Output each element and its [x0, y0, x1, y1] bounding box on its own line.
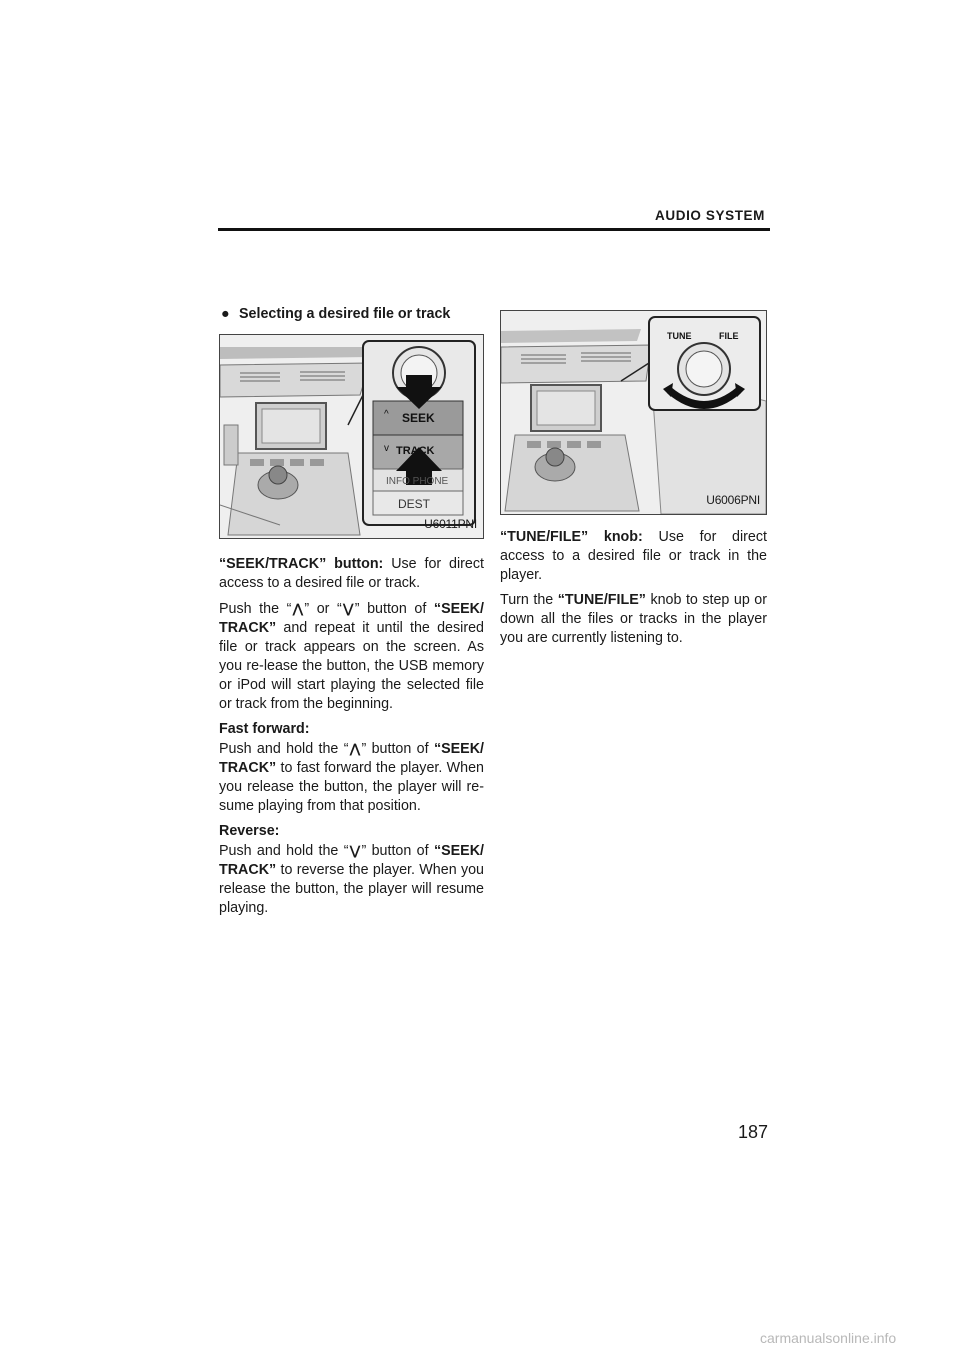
seek-track-instructions: Push the “⋀” or “⋁” button of “SEEK/ TRA… [219, 601, 484, 712]
dashboard-drawing: ^ v [220, 335, 483, 538]
svg-text:^: ^ [384, 409, 389, 420]
down-symbol: ⋁ [342, 601, 354, 616]
seek-button-label: SEEK [402, 411, 435, 425]
tune-file-instructions: Turn the “TUNE/FILE” knob to step up or … [500, 592, 768, 646]
figure-code: U6006PNI [706, 493, 760, 507]
figure-code: U6011PNI [424, 517, 477, 531]
reverse-label: Reverse: [219, 823, 280, 839]
svg-text:v: v [384, 443, 389, 454]
bullet-icon: ● [221, 306, 230, 322]
right-column: TUNE FILE U6006PNI “TUNE/FILE” knob: Use… [500, 305, 767, 654]
dest-button-label: DEST [398, 497, 431, 511]
left-column: ●Selecting a desired file or track [219, 305, 484, 924]
header-rule [218, 228, 770, 231]
down-symbol: ⋁ [349, 843, 361, 858]
fast-forward-text: Push and hold the “⋀” button of “SEEK/ T… [219, 741, 484, 814]
page-number: 187 [737, 1122, 768, 1142]
footer-watermark: carmanualsonline.info [760, 1330, 897, 1346]
seek-track-description: “SEEK/TRACK” button: Use for direct acce… [219, 556, 485, 591]
seek-track-illustration: ^ v SEEK TRACK INFO PHONE DEST U6011PNI [219, 334, 484, 539]
track-button-label: TRACK [396, 445, 435, 457]
info-phone-label: INFO PHONE [386, 476, 449, 487]
tune-file-description: “TUNE/FILE” knob: Use for direct access … [500, 529, 768, 583]
up-symbol: ⋀ [349, 741, 361, 756]
dashboard-drawing [501, 311, 766, 514]
bullet-heading: ●Selecting a desired file or track [221, 306, 451, 322]
tune-file-illustration: TUNE FILE U6006PNI [500, 310, 767, 515]
file-label: FILE [719, 331, 739, 341]
section-title: AUDIO SYSTEM [655, 208, 765, 223]
tune-label: TUNE [667, 331, 692, 341]
reverse-text: Push and hold the “⋁” button of “SEEK/ T… [219, 843, 484, 916]
fast-forward-label: Fast forward: [219, 721, 310, 737]
up-symbol: ⋀ [292, 601, 304, 616]
